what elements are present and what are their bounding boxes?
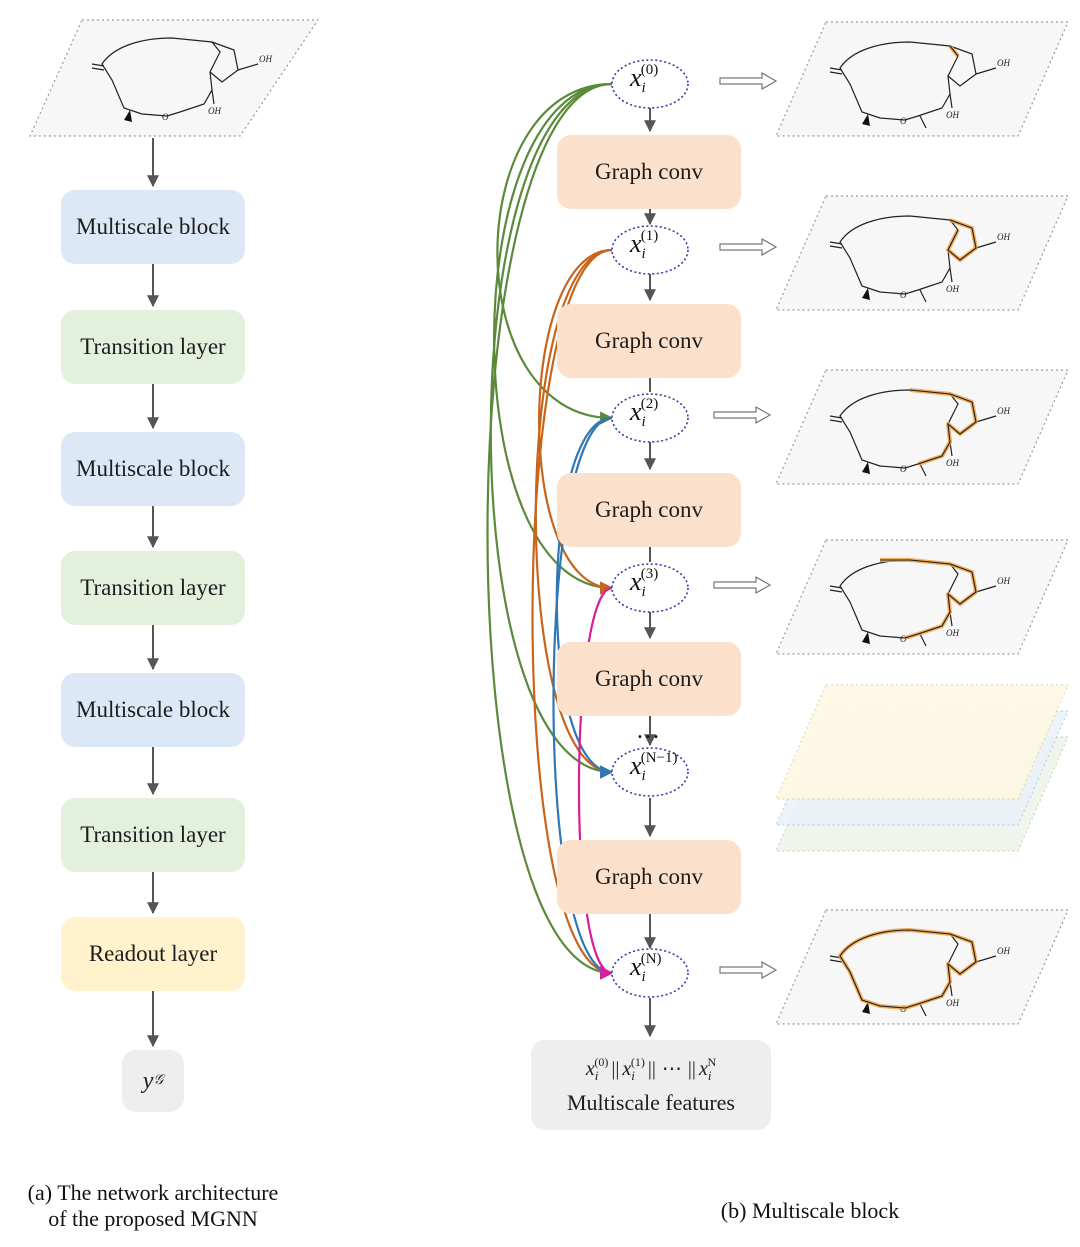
panel-a-block-1: Transition layer [61, 310, 245, 384]
node-subscript-5: i [641, 969, 646, 985]
panel-a-block-4: Multiscale block [61, 673, 245, 747]
input-graph-plane [29, 19, 320, 137]
node-ellipse-1 [611, 225, 689, 275]
output-subscript: 𝒢 [153, 1073, 164, 1088]
node-label-5: xi (N) [630, 951, 662, 986]
formula-sub-2: i [631, 1067, 635, 1083]
node-superscript-1: (1) [640, 228, 659, 244]
receptive-plane-2 [775, 369, 1069, 485]
caption-a-line2: of the proposed MGNN [48, 1206, 258, 1231]
node-superscript-4: (N−1) [640, 750, 678, 766]
formula-term-0: xi(0) [585, 1054, 609, 1083]
caption-b: (b) Multiscale block [720, 1198, 900, 1223]
node-label-2: xi (2) [630, 396, 658, 431]
mapping-arrow-0 [719, 71, 778, 91]
mapping-arrow-3 [713, 575, 772, 595]
panel-a-block-0: Multiscale block [61, 190, 245, 264]
node-label-4: xi (N−1) [630, 750, 678, 785]
skip-2-to-4 [555, 416, 614, 779]
input-molecule-drawing: OH OH O [91, 37, 272, 122]
node-subscript-1: i [641, 246, 646, 262]
caption-a: (a) The network architecture of the prop… [8, 1180, 298, 1232]
node-subscript-4: i [641, 768, 646, 784]
formula-op-5: || [687, 1057, 696, 1080]
receptive-plane-1 [775, 195, 1069, 311]
graph-conv-2: Graph conv [557, 473, 741, 547]
node-label-1: xi (1) [630, 228, 658, 263]
formula-op-3: || [647, 1057, 656, 1080]
graph-conv-4: Graph conv [557, 840, 741, 914]
multiscale-features-label: Multiscale features [567, 1089, 735, 1115]
mapping-arrow-1 [719, 237, 778, 257]
skip-2-to-5 [552, 416, 614, 980]
node-ellipse-2 [611, 393, 689, 443]
node-ellipse-3 [611, 563, 689, 613]
node-label-3: xi (3) [630, 566, 658, 601]
concat-formula: xi(0)||xi(1)||⋯||xiN [586, 1055, 716, 1084]
output-symbol: y [142, 1067, 154, 1094]
formula-term-6: xiN [698, 1054, 717, 1083]
receptive-plane-3 [775, 539, 1069, 655]
o-label: O [162, 112, 169, 122]
node-superscript-2: (2) [640, 396, 659, 412]
stacked-plane-0 [775, 684, 1069, 800]
oh-label-2: OH [208, 106, 221, 116]
node-base-4: x [630, 751, 642, 780]
panel-a-molecule: OH OH O [29, 19, 320, 137]
node-base-1: x [630, 229, 642, 258]
formula-base-2: x [622, 1057, 632, 1080]
formula-sub-0: i [594, 1067, 599, 1083]
node-base-3: x [630, 567, 642, 596]
mapping-arrow-4 [719, 960, 778, 980]
node-ellipse-0 [611, 59, 689, 109]
skip-0-to-2 [496, 82, 614, 425]
node-subscript-0: i [641, 80, 646, 96]
panel-a-block-6: Readout layer [61, 917, 245, 991]
formula-sup-0: (0) [594, 1054, 609, 1069]
formula-sup-6: N [707, 1054, 717, 1069]
node-ellipse-4 [611, 747, 689, 797]
formula-sub-6: i [707, 1067, 712, 1083]
skip-0-to-5 [486, 82, 614, 980]
node-superscript-3: (3) [640, 566, 659, 582]
skip-1-to-5 [531, 248, 614, 980]
node-base-2: x [630, 397, 642, 426]
node-base-5: x [630, 952, 642, 981]
panel-a-block-2: Multiscale block [61, 432, 245, 506]
node-label-0: xi (0) [630, 62, 658, 97]
multiscale-features-box: xi(0)||xi(1)||⋯||xiN Multiscale features [531, 1040, 771, 1130]
formula-term-2: xi(1) [622, 1054, 645, 1083]
graph-conv-0: Graph conv [557, 135, 741, 209]
panel-a-block-3: Transition layer [61, 551, 245, 625]
skip-1-to-3 [538, 248, 614, 595]
formula-sup-2: (1) [630, 1054, 645, 1069]
formula-base-6: x [698, 1057, 708, 1080]
node-subscript-2: i [641, 414, 646, 430]
formula-base-0: x [585, 1057, 595, 1080]
node-base-0: x [630, 63, 642, 92]
node-subscript-3: i [641, 584, 646, 600]
caption-a-line1: (a) The network architecture [27, 1180, 279, 1205]
graph-conv-1: Graph conv [557, 304, 741, 378]
feature-nodes [611, 59, 689, 998]
receptive-plane-0 [775, 21, 1069, 137]
skip-connections [486, 82, 614, 980]
node-ellipse-5 [611, 948, 689, 998]
formula-op-1: || [611, 1057, 620, 1080]
node-superscript-0: (0) [640, 62, 659, 78]
panel-a-block-5: Transition layer [61, 798, 245, 872]
skip-3-to-5 [577, 586, 614, 980]
graph-conv-3: Graph conv [557, 642, 741, 716]
receptive-plane-4 [775, 909, 1069, 1025]
mapping-arrows [713, 71, 778, 980]
node-superscript-5: (N) [640, 951, 662, 967]
ellipsis: … [636, 718, 660, 744]
oh-label-1: OH [259, 54, 272, 64]
mapping-arrow-2 [713, 405, 772, 425]
formula-op-4: ⋯ [661, 1057, 682, 1080]
receptive-field-planes [775, 21, 1069, 1025]
